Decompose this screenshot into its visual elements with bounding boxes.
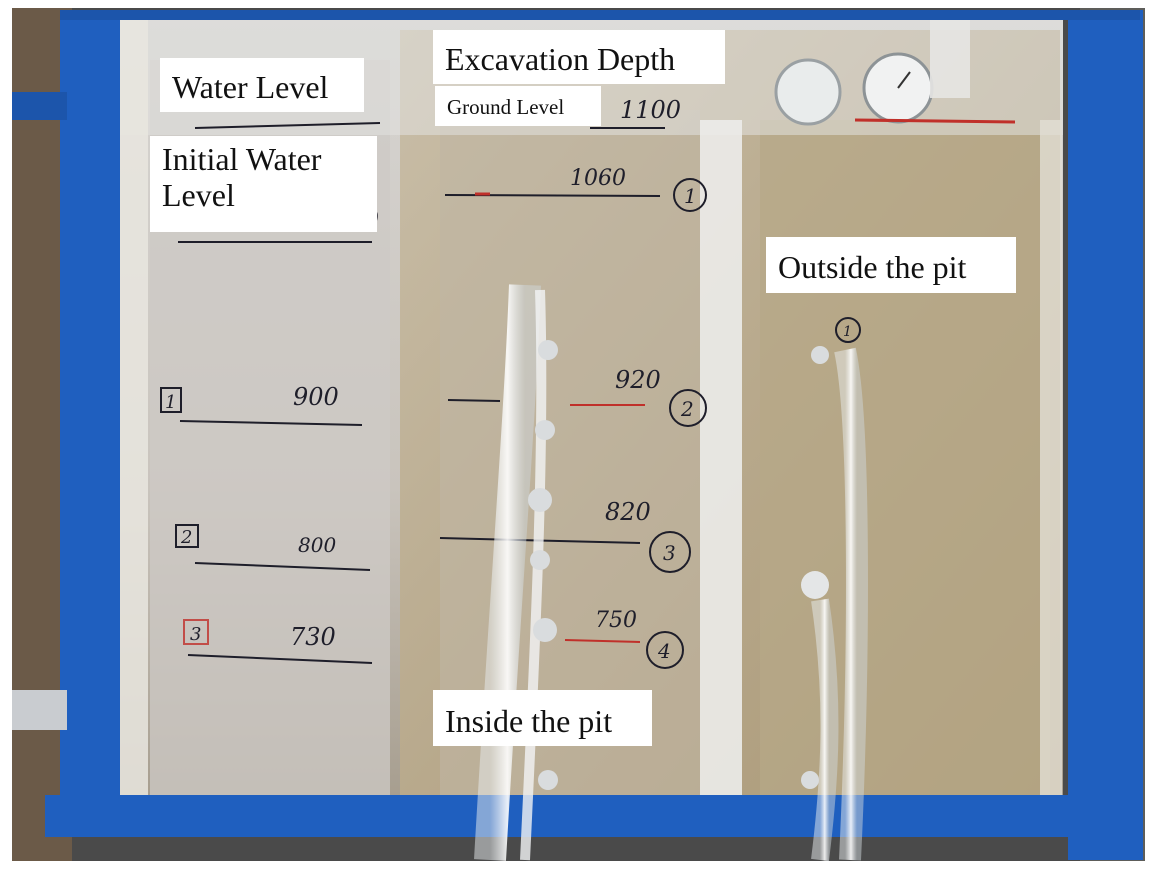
middle-level-lines bbox=[439, 118, 1016, 643]
white-strip bbox=[700, 120, 742, 810]
box-marker-2-text: 2 bbox=[180, 527, 192, 548]
ground-level-label: Ground Level bbox=[435, 86, 601, 126]
initial-water-level-line-2: Level bbox=[162, 176, 235, 213]
box-marker-1 bbox=[160, 387, 182, 413]
hand-900: 900 bbox=[293, 383, 339, 411]
box-marker-3-text: 3 bbox=[190, 624, 201, 645]
blue-frame bbox=[12, 10, 1143, 860]
water-level-label: Water Level bbox=[160, 58, 364, 112]
hand-750: 750 bbox=[595, 608, 637, 633]
box-marker-3 bbox=[183, 619, 209, 645]
hand-920: 920 bbox=[615, 366, 661, 394]
outside-circle-marker-1 bbox=[835, 317, 861, 343]
hand-730: 730 bbox=[290, 623, 336, 651]
hand-820: 820 bbox=[605, 498, 651, 526]
excavation-depth-label: Excavation Depth bbox=[433, 30, 725, 84]
circle-marker-3-text: 3 bbox=[663, 541, 676, 565]
initial-water-level-label: Initial Water Level bbox=[150, 136, 377, 232]
hand-1060: 1060 bbox=[570, 166, 626, 191]
circle-marker-4 bbox=[646, 631, 684, 669]
piezometer-tubes bbox=[474, 284, 868, 862]
outside-pit-label: Outside the pit bbox=[766, 237, 1016, 293]
middle-handwritten: 1100 1060 920 820 750 1 2 3 4 bbox=[570, 96, 707, 669]
dial-gauges bbox=[774, 18, 970, 126]
left-level-lines bbox=[178, 122, 381, 664]
circle-marker-1-text: 1 bbox=[684, 184, 697, 208]
box-marker-2 bbox=[175, 524, 199, 548]
circle-marker-2 bbox=[669, 389, 707, 427]
circle-marker-2-text: 2 bbox=[680, 397, 694, 421]
circle-marker-4-text: 4 bbox=[657, 639, 671, 663]
box-marker-1-text: 1 bbox=[165, 392, 176, 413]
circle-marker-1 bbox=[673, 178, 707, 212]
hand-1100: 1100 bbox=[620, 96, 681, 124]
outside-handwritten: 1 bbox=[835, 317, 861, 343]
outside-circle-marker-1-text: 1 bbox=[843, 324, 852, 340]
inside-pit-label: Inside the pit bbox=[433, 690, 652, 746]
initial-water-level-line-1: Initial Water bbox=[162, 141, 322, 177]
hand-800: 800 bbox=[298, 533, 336, 557]
circle-marker-3 bbox=[649, 531, 691, 573]
